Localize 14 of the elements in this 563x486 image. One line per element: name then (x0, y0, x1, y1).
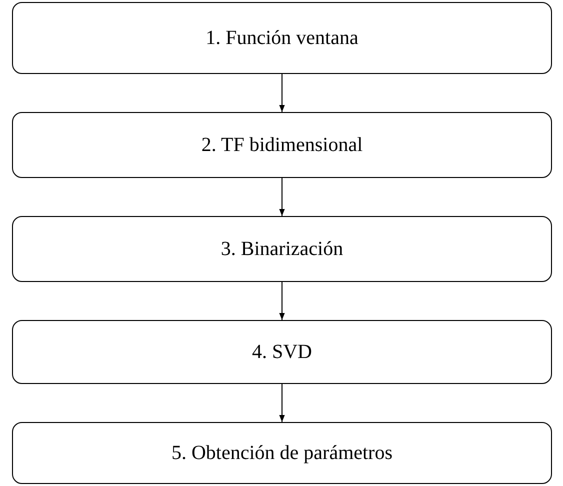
process-box (12, 216, 552, 282)
step-label: 3. Binarización (220, 238, 344, 260)
step-label: 5. Obtención de parámetros (171, 442, 393, 464)
arrow (279, 178, 285, 216)
step-label: 4. SVD (252, 340, 312, 364)
arrow (279, 384, 285, 422)
arrow (279, 282, 285, 320)
process-box (12, 112, 552, 178)
arrow (279, 74, 285, 112)
step-label: 2. TF bidimensional (201, 134, 363, 156)
step-label: 1. Función ventana (206, 26, 358, 50)
process-box (12, 320, 552, 384)
process-box (12, 422, 552, 484)
process-box (12, 2, 552, 74)
